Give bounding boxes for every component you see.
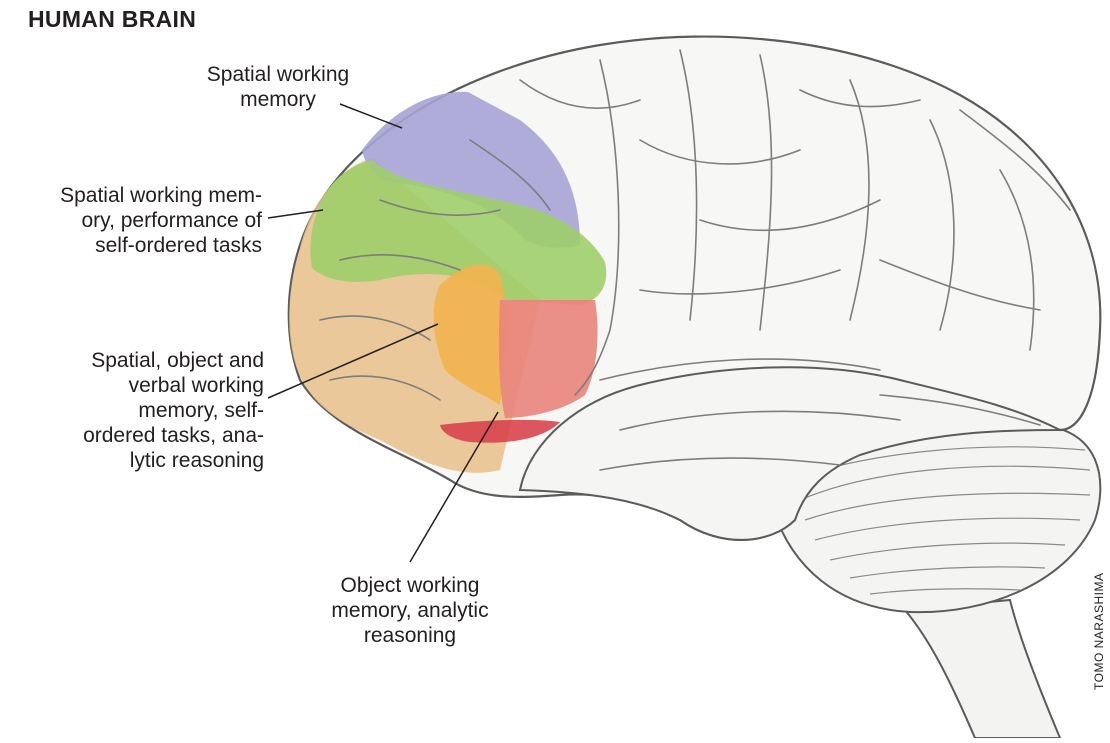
brain-stem bbox=[905, 600, 1060, 738]
label-line: Object working bbox=[300, 573, 520, 598]
label-line: self-ordered tasks bbox=[0, 233, 262, 258]
label-line: lytic reasoning bbox=[0, 448, 264, 473]
label-line: Spatial, object and bbox=[0, 348, 264, 373]
label-line: memory, analytic bbox=[300, 598, 520, 623]
diagram-title: HUMAN BRAIN bbox=[28, 6, 196, 33]
label-line: Spatial working mem- bbox=[0, 183, 262, 208]
label-line: ordered tasks, ana- bbox=[0, 423, 264, 448]
illustrator-credit: TOMO NARASHIMA bbox=[1092, 573, 1106, 690]
label-self-ordered-tasks: Spatial working mem- ory, performance of… bbox=[0, 183, 262, 258]
label-object-working-memory: Object working memory, analytic reasonin… bbox=[300, 573, 520, 648]
label-line: verbal working bbox=[0, 373, 264, 398]
label-line: Spatial working bbox=[178, 62, 378, 87]
label-line: reasoning bbox=[300, 623, 520, 648]
label-line: memory, self- bbox=[0, 398, 264, 423]
label-object-verbal-working-memory: Spatial, object and verbal working memor… bbox=[0, 348, 264, 473]
label-spatial-working-memory: Spatial working memory bbox=[178, 62, 378, 112]
label-line: ory, performance of bbox=[0, 208, 262, 233]
label-line: memory bbox=[178, 87, 378, 112]
